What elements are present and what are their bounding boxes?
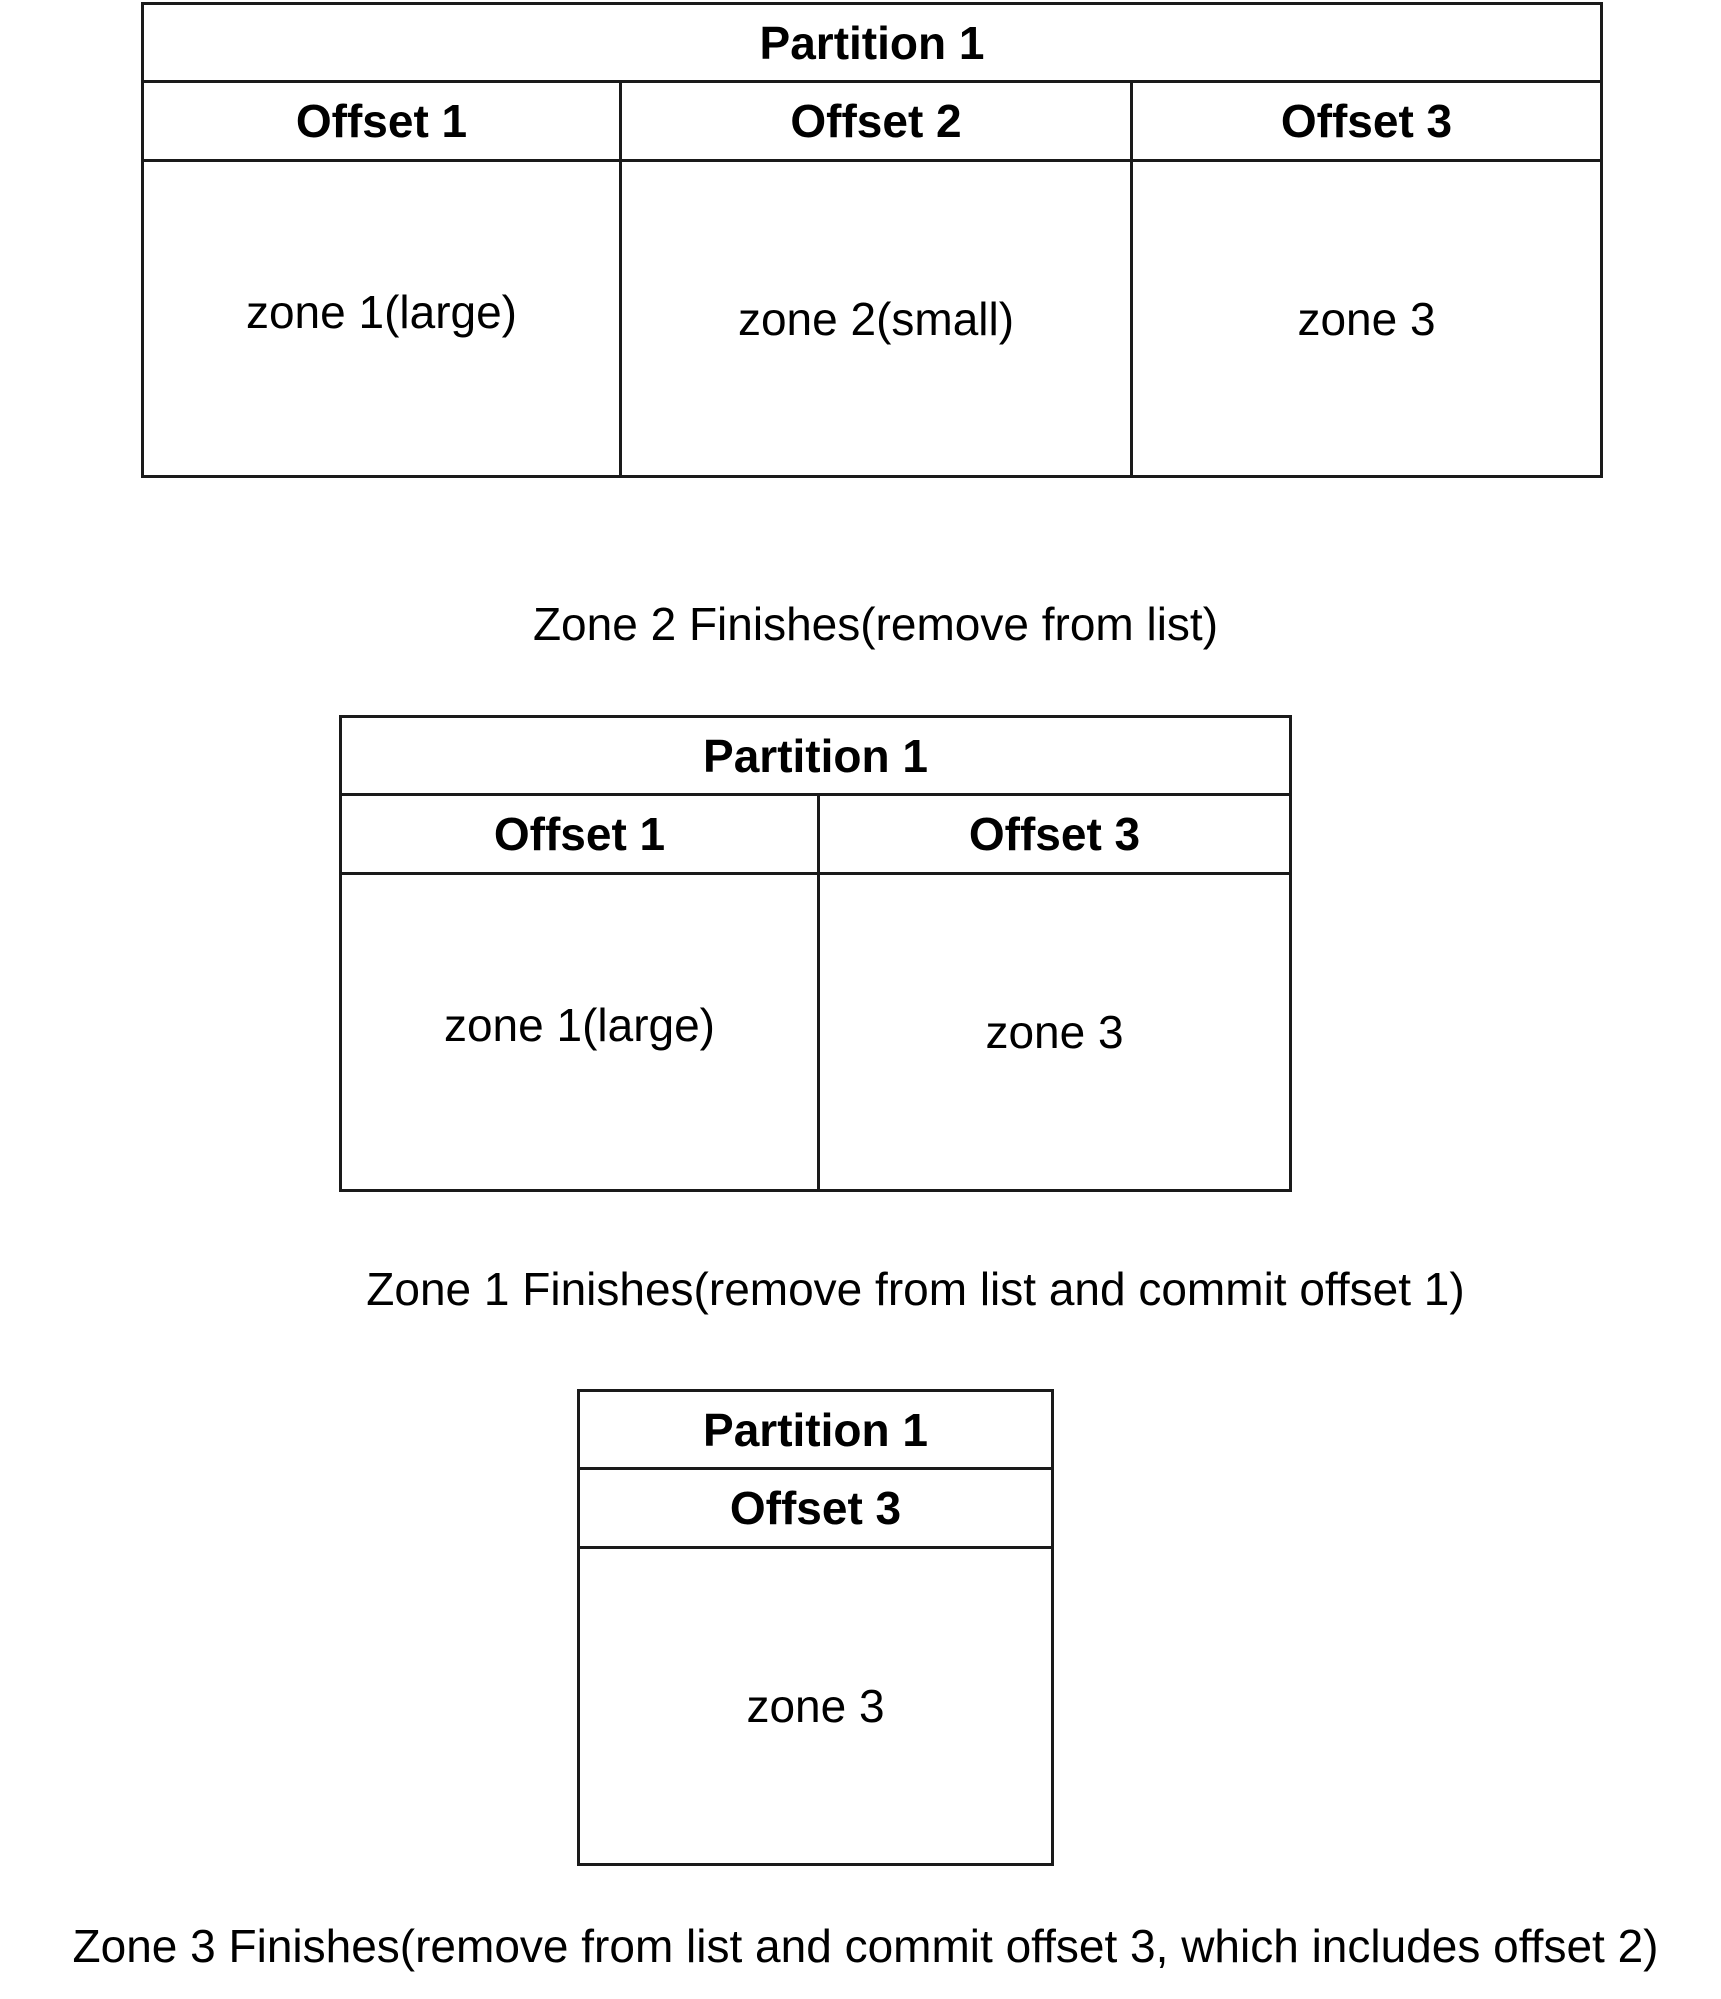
partition-title: Partition 1 bbox=[580, 1392, 1051, 1470]
step-caption: Zone 1 Finishes(remove from list and com… bbox=[366, 1263, 1465, 1315]
partition-title: Partition 1 bbox=[342, 718, 1289, 796]
zone-cell: zone 2(small) bbox=[619, 162, 1130, 475]
zone-label: zone 3 bbox=[985, 1006, 1124, 1058]
partition-title: Partition 1 bbox=[144, 5, 1600, 83]
zone-row: zone 3 bbox=[580, 1549, 1051, 1863]
offset-header-row: Offset 1 Offset 3 bbox=[342, 796, 1289, 875]
offset-header: Offset 3 bbox=[817, 796, 1289, 872]
zone-label: zone 1(large) bbox=[443, 999, 716, 1051]
partition-table-2: Partition 1 Offset 1 Offset 3 zone 1(lar… bbox=[339, 715, 1292, 1192]
zone-label: zone 3 bbox=[1297, 292, 1436, 345]
partition-table-1: Partition 1 Offset 1 Offset 2 Offset 3 z… bbox=[141, 2, 1603, 478]
zone-label: zone 2(small) bbox=[737, 292, 1015, 345]
offset-header: Offset 1 bbox=[295, 95, 468, 147]
zone-label: zone 1(large) bbox=[245, 285, 518, 338]
offset-header-row: Offset 3 bbox=[580, 1470, 1051, 1549]
zone-cell: zone 3 bbox=[580, 1549, 1051, 1863]
offset-header-row: Offset 1 Offset 2 Offset 3 bbox=[144, 83, 1600, 162]
zone-label: zone 3 bbox=[746, 1680, 885, 1732]
step-caption: Zone 2 Finishes(remove from list) bbox=[532, 598, 1219, 650]
partition-table-3: Partition 1 Offset 3 zone 3 bbox=[577, 1389, 1054, 1866]
offset-header: Offset 3 bbox=[729, 1482, 902, 1534]
zone-row: zone 1(large) zone 2(small) zone 3 bbox=[144, 162, 1600, 475]
zone-cell: zone 1(large) bbox=[144, 162, 619, 475]
zone-cell: zone 3 bbox=[817, 875, 1289, 1189]
zone-cell: zone 3 bbox=[1130, 162, 1600, 475]
offset-header: Offset 1 bbox=[493, 808, 666, 860]
offset-header: Offset 3 bbox=[1130, 83, 1600, 159]
zone-row: zone 1(large) zone 3 bbox=[342, 875, 1289, 1189]
zone-cell: zone 1(large) bbox=[342, 875, 817, 1189]
step-caption: Zone 3 Finishes(remove from list and com… bbox=[72, 1920, 1659, 1972]
offset-header: Offset 2 bbox=[619, 83, 1130, 159]
